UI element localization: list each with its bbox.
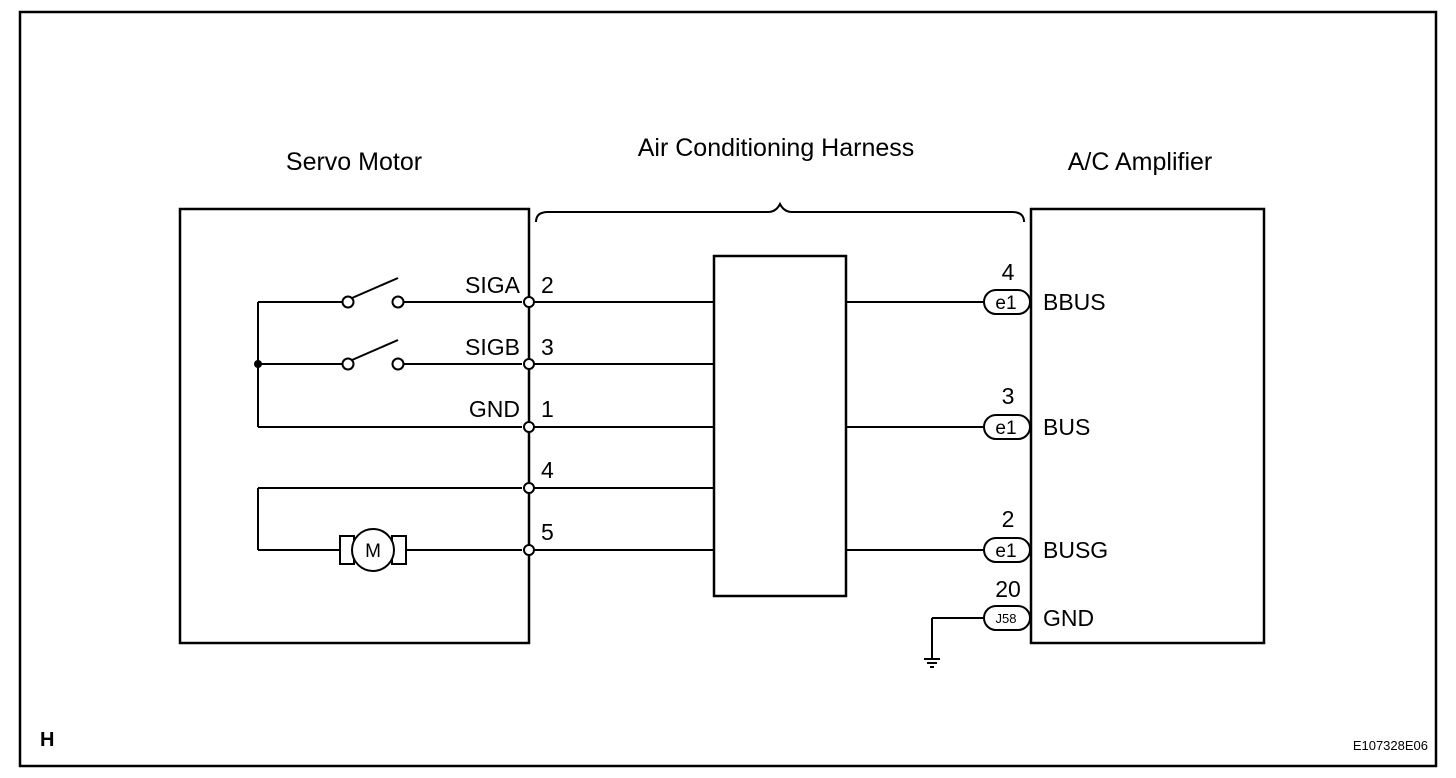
connector-label: e1 [995,418,1016,439]
harness-title: Air Conditioning Harness [638,134,915,162]
servo-terminal-name: GND [469,396,520,422]
servo-terminal-name: SIGA [465,272,521,298]
amplifier-pin-number: 3 [1002,383,1015,409]
harness-box [712,254,848,598]
amplifier-terminal-name: BUSG [1043,537,1108,563]
motor-symbol-label: M [365,541,381,562]
servo-motor-title: Servo Motor [286,148,422,176]
servo-pin-terminals [523,296,535,556]
ground-icon [924,658,940,668]
servo-pin-number: 5 [541,519,554,545]
switch-siga [341,277,405,309]
servo-pin-number: 3 [541,334,554,360]
servo-pin-number: 2 [541,272,554,298]
harness-wires-right [846,301,984,551]
connector-label: e1 [995,541,1016,562]
amplifier-terminal-name: GND [1043,605,1094,631]
servo-terminal-name: SIGB [465,334,520,360]
ground-wire [931,617,984,658]
amplifier-pin-number: 20 [995,576,1021,602]
harness-brace [535,201,1025,223]
amplifier-title: A/C Amplifier [1068,148,1212,176]
outer-frame [18,10,1438,768]
harness-wires-left [529,301,714,551]
connector-e1-bbus: e1 [983,289,1031,315]
amplifier-pin-number: 2 [1002,506,1015,532]
switch-sigb [341,339,405,371]
servo-pin-number: 1 [541,396,554,422]
servo-internal-wiring [254,301,522,428]
connector-label: e1 [995,293,1016,314]
motor-symbol: M [351,528,395,572]
amplifier-terminal-name: BBUS [1043,289,1106,315]
servo-pin-number: 4 [541,457,554,483]
connector-e1-bus: e1 [983,414,1031,440]
figure-id: E107328E06 [1353,738,1428,753]
corner-letter: H [40,729,54,751]
connector-j58-gnd: J58 [983,605,1031,631]
amplifier-box [1029,207,1266,645]
connector-e1-busg: e1 [983,537,1031,563]
motor-loop [257,487,522,565]
amplifier-pin-number: 4 [1002,259,1015,285]
connector-label: J58 [996,611,1017,626]
amplifier-terminal-name: BUS [1043,414,1090,440]
